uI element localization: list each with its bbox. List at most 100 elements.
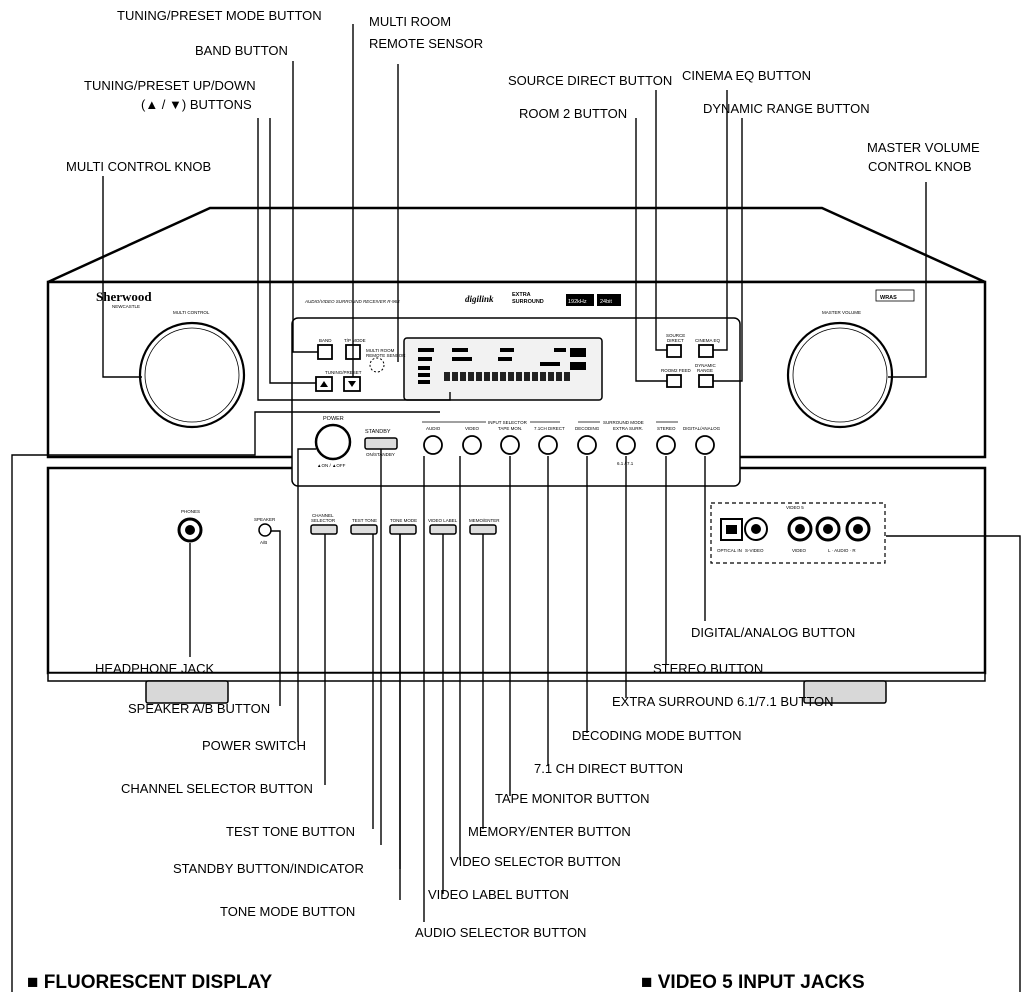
- svg-text:TEST TONE: TEST TONE: [352, 518, 377, 523]
- label-tuning-preset-mode: TUNING/PRESET MODE BUTTON: [117, 8, 322, 23]
- svg-text:MULTI CONTROL: MULTI CONTROL: [173, 310, 210, 315]
- label-71-direct: 7.1 CH DIRECT BUTTON: [534, 761, 683, 776]
- svg-text:WRAS: WRAS: [880, 295, 897, 301]
- svg-text:VIDEO LABEL: VIDEO LABEL: [428, 518, 458, 523]
- svg-text:CHANNEL: CHANNEL: [312, 513, 334, 518]
- svg-text:NEWCASTLE: NEWCASTLE: [112, 304, 140, 309]
- label-standby: STANDBY BUTTON/INDICATOR: [173, 861, 364, 876]
- label-multi-room-2: REMOTE SENSOR: [369, 36, 483, 51]
- label-digital-analog: DIGITAL/ANALOG BUTTON: [691, 625, 855, 640]
- receiver-body: [46, 206, 987, 704]
- svg-text:STANDBY: STANDBY: [365, 429, 391, 435]
- band-button[interactable]: [317, 344, 333, 360]
- cinema-eq-button[interactable]: [698, 344, 714, 358]
- source-direct-button[interactable]: [666, 344, 682, 358]
- svg-text:S-VIDEO: S-VIDEO: [745, 548, 764, 553]
- svg-text:AUDIO/VIDEO SURROUND RECEIVER: AUDIO/VIDEO SURROUND RECEIVER R-963: [304, 299, 400, 304]
- label-stereo: STEREO BUTTON: [653, 661, 763, 676]
- section-fluorescent-display: ■ FLUORESCENT DISPLAY: [27, 972, 272, 992]
- tape-monitor-knob[interactable]: [500, 435, 520, 455]
- label-multi-control: MULTI CONTROL KNOB: [66, 159, 211, 174]
- room2-feed-button[interactable]: [666, 374, 682, 388]
- label-audio-selector: AUDIO SELECTOR BUTTON: [415, 925, 586, 940]
- svg-text:DIRECT: DIRECT: [667, 338, 684, 343]
- svg-text:TONE MODE: TONE MODE: [390, 518, 417, 523]
- svg-text:ROOM2 FEED: ROOM2 FEED: [661, 368, 692, 373]
- label-room2: ROOM 2 BUTTON: [519, 106, 627, 121]
- label-dynamic-range: DYNAMIC RANGE BUTTON: [703, 101, 870, 116]
- svg-text:BAND: BAND: [319, 338, 332, 343]
- svg-text:DIGITAL/ANALOG: DIGITAL/ANALOG: [683, 426, 721, 431]
- standby-button[interactable]: [364, 437, 398, 450]
- section-video5-input-jacks: ■ VIDEO 5 INPUT JACKS: [641, 972, 865, 992]
- svg-text:TAPE MON.: TAPE MON.: [498, 426, 522, 431]
- video5-panel: [710, 502, 886, 564]
- extra-surround-knob[interactable]: [616, 435, 636, 455]
- label-test-tone: TEST TONE BUTTON: [226, 824, 355, 839]
- label-channel-selector: CHANNEL SELECTOR BUTTON: [121, 781, 313, 796]
- svg-text:SPEAKER: SPEAKER: [254, 517, 276, 522]
- label-tuning-updown-1: TUNING/PRESET UP/DOWN: [84, 78, 256, 93]
- svg-text:digilink: digilink: [465, 294, 494, 304]
- svg-text:RANGE: RANGE: [697, 368, 713, 373]
- video-label-button[interactable]: [429, 524, 457, 535]
- fluorescent-display-segments: [418, 348, 586, 384]
- label-tape-monitor: TAPE MONITOR BUTTON: [495, 791, 650, 806]
- panel-printed-text: Sherwood NEWCASTLE AUDIO/VIDEO SURROUND …: [96, 289, 915, 553]
- channel-selector-button[interactable]: [310, 524, 338, 535]
- svg-text:VIDEO: VIDEO: [792, 548, 807, 553]
- label-video-selector: VIDEO SELECTOR BUTTON: [450, 854, 621, 869]
- stereo-knob[interactable]: [656, 435, 676, 455]
- tone-mode-button[interactable]: [389, 524, 417, 535]
- label-band: BAND BUTTON: [195, 43, 288, 58]
- memo-enter-button[interactable]: [469, 524, 497, 535]
- lower-row-buttons: [310, 524, 497, 535]
- label-video-label: VIDEO LABEL BUTTON: [428, 887, 569, 902]
- svg-text:L · AUDIO · R: L · AUDIO · R: [828, 548, 856, 553]
- ch-direct-knob[interactable]: [538, 435, 558, 455]
- svg-text:VIDEO: VIDEO: [465, 426, 480, 431]
- test-tone-button[interactable]: [350, 524, 378, 535]
- svg-text:INPUT SELECTOR: INPUT SELECTOR: [488, 420, 528, 425]
- label-master-volume-1: MASTER VOLUME: [867, 140, 980, 155]
- video-selector-knob[interactable]: [462, 435, 482, 455]
- svg-text:MASTER VOLUME: MASTER VOLUME: [822, 310, 861, 315]
- svg-text:DECODING: DECODING: [575, 426, 600, 431]
- audio-selector-knob[interactable]: [423, 435, 443, 455]
- tuning-arrow-icons: [320, 381, 356, 387]
- decoding-knob[interactable]: [577, 435, 597, 455]
- svg-text:EXTRA: EXTRA: [512, 292, 531, 298]
- callout-labels: TUNING/PRESET MODE BUTTON MULTI ROOM REM…: [27, 8, 980, 992]
- selector-knobs: [423, 435, 715, 455]
- label-multi-room-1: MULTI ROOM: [369, 14, 451, 29]
- label-master-volume-2: CONTROL KNOB: [868, 159, 972, 174]
- multi-room-sensor-icon: [369, 357, 385, 373]
- label-power: POWER SWITCH: [202, 738, 306, 753]
- svg-text:REMOTE SENSOR: REMOTE SENSOR: [366, 353, 406, 358]
- headphone-jack[interactable]: [177, 517, 203, 543]
- svg-text:PHONES: PHONES: [181, 509, 200, 514]
- svg-text:▲ON / ▲OFF: ▲ON / ▲OFF: [317, 463, 346, 468]
- svg-text:VIDEO 5: VIDEO 5: [786, 505, 804, 510]
- svg-text:OPTICAL IN: OPTICAL IN: [717, 548, 742, 553]
- label-tuning-updown-2: (▲ / ▼) BUTTONS: [141, 97, 252, 112]
- svg-text:POWER: POWER: [323, 416, 344, 422]
- label-headphone: HEADPHONE JACK: [95, 661, 215, 676]
- digital-analog-knob[interactable]: [695, 435, 715, 455]
- svg-text:SURROUND MODE: SURROUND MODE: [603, 420, 644, 425]
- svg-text:24bit: 24bit: [600, 299, 612, 305]
- svg-text:7.1CH DIRECT: 7.1CH DIRECT: [534, 426, 565, 431]
- speaker-ab-button[interactable]: [258, 523, 272, 537]
- label-decoding: DECODING MODE BUTTON: [572, 728, 742, 743]
- svg-text:SURROUND: SURROUND: [512, 299, 544, 305]
- leader-lines: [11, 24, 1021, 992]
- svg-text:STEREO: STEREO: [657, 426, 676, 431]
- label-cinema-eq: CINEMA EQ BUTTON: [682, 68, 811, 83]
- dynamic-range-button[interactable]: [698, 374, 714, 388]
- svg-text:SELECTOR: SELECTOR: [311, 518, 336, 523]
- label-memory-enter: MEMORY/ENTER BUTTON: [468, 824, 631, 839]
- svg-text:DYNAMIC: DYNAMIC: [695, 363, 717, 368]
- power-switch[interactable]: [314, 423, 352, 461]
